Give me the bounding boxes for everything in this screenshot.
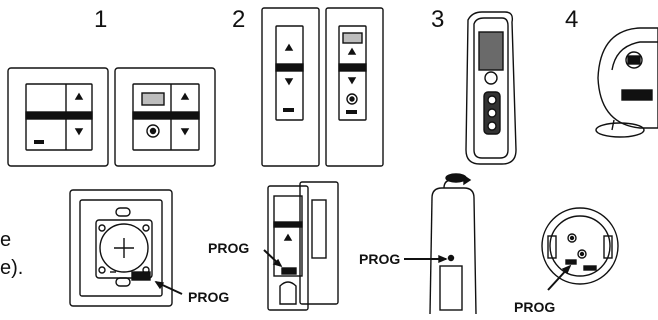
step-number-3: 3 — [431, 6, 445, 33]
side-text-line-1: e — [0, 229, 12, 251]
wall-switch-plain — [7, 67, 109, 167]
step-number-2: 2 — [232, 6, 246, 33]
remote-back-with-battery — [429, 173, 477, 315]
prog-label-remote: PROG — [359, 251, 401, 267]
opened-tall-control — [267, 181, 339, 311]
step-number-4: 4 — [565, 6, 579, 33]
wall-switch-with-display — [114, 67, 216, 167]
step-number-1: 1 — [94, 6, 108, 33]
prog-label-wall-control: PROG — [208, 240, 250, 256]
prog-label-sensor: PROG — [514, 299, 556, 315]
tall-control-with-display — [325, 7, 384, 167]
opened-wall-switch — [69, 189, 173, 307]
sensor-base — [541, 207, 619, 285]
dome-sensor — [595, 27, 658, 138]
handheld-remote — [465, 11, 517, 165]
tall-control-plain — [261, 7, 320, 167]
prog-label-switch: PROG — [188, 289, 230, 305]
side-text-line-2: e). — [0, 257, 24, 279]
